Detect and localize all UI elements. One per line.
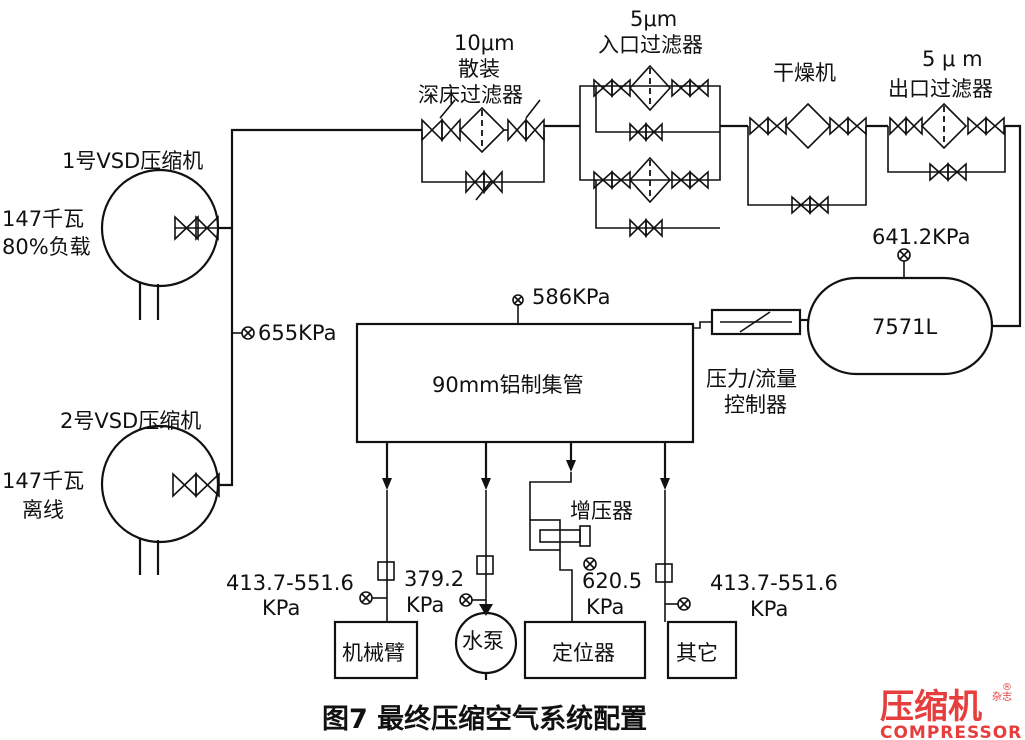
- filter-5um-outlet: [887, 102, 1022, 328]
- filter-10um-type: 散装: [458, 57, 500, 81]
- header-pressure: 586KPa: [532, 285, 610, 309]
- dryer-name: 干燥机: [773, 61, 836, 85]
- branch-robot: [333, 442, 419, 680]
- filter-5um-inlet: [579, 64, 748, 238]
- dryer: [747, 102, 888, 215]
- filter-inlet-size: 5μm: [630, 7, 677, 31]
- compressor-1: [100, 168, 220, 320]
- robot-pressure-unit: KPa: [262, 596, 300, 620]
- compressor-2: [100, 424, 220, 575]
- tank-pressure: 641.2KPa: [872, 225, 970, 249]
- brand-mark: ®: [1002, 682, 1012, 693]
- header-name: 90mm铝制集管: [432, 373, 584, 397]
- compressor-2-valve: [172, 472, 220, 498]
- brand-main: 压缩机: [880, 687, 982, 727]
- pressure-flow-controller: [693, 308, 808, 336]
- compressor-2-name: 2号VSD压缩机: [60, 409, 201, 433]
- positioner-pressure-unit: KPa: [586, 595, 624, 619]
- compressor-1-power: 147千瓦: [2, 207, 84, 231]
- filter-inlet-name: 入口过滤器: [598, 33, 703, 57]
- positioner-name: 定位器: [552, 641, 615, 665]
- other-pressure: 413.7-551.6: [710, 571, 838, 595]
- aluminum-header: [355, 294, 695, 444]
- filter-outlet-name: 出口过滤器: [888, 77, 993, 101]
- pump-name: 水泵: [462, 629, 504, 653]
- compressor-2-power: 147千瓦: [2, 469, 84, 493]
- other-name: 其它: [676, 641, 718, 665]
- brand-small: 杂志: [992, 690, 1012, 703]
- brand-logo: 压缩机 杂志 ® COMPRESSOR: [880, 682, 1022, 740]
- robot-name: 机械臂: [342, 641, 405, 665]
- branch-booster: [523, 442, 647, 680]
- compressor-1-name: 1号VSD压缩机: [62, 149, 203, 173]
- other-pressure-unit: KPa: [750, 597, 788, 621]
- booster-name: 增压器: [570, 499, 633, 523]
- filter-10um-name: 深床过滤器: [418, 83, 523, 107]
- positioner-pressure: 620.5: [582, 569, 642, 593]
- compressor-1-status: 80%负载: [2, 235, 91, 259]
- branch-other: [655, 442, 738, 680]
- compressor-2-status: 离线: [22, 498, 64, 522]
- figure-caption: 图7 最终压缩空气系统配置: [322, 703, 647, 735]
- compressor-1-valve: [174, 215, 219, 241]
- tank-volume: 7571L: [872, 315, 937, 339]
- receiver-tank: [806, 248, 994, 376]
- main-pressure-label: 655KPa: [258, 321, 336, 345]
- filter-10um: [421, 99, 580, 201]
- branch-pump: [454, 442, 518, 680]
- pump-pressure: 379.2: [404, 567, 464, 591]
- filter-outlet-size: 5 μ m: [922, 47, 983, 71]
- filter-10um-size: 10μm: [454, 31, 515, 55]
- pressure-gauge-main: [232, 326, 255, 340]
- controller-label-1: 压力/流量: [706, 367, 797, 391]
- pump-pressure-unit: KPa: [406, 593, 444, 617]
- robot-pressure: 413.7-551.6: [226, 571, 354, 595]
- brand-sub: COMPRESSOR: [880, 723, 1022, 740]
- controller-label-2: 控制器: [724, 393, 787, 417]
